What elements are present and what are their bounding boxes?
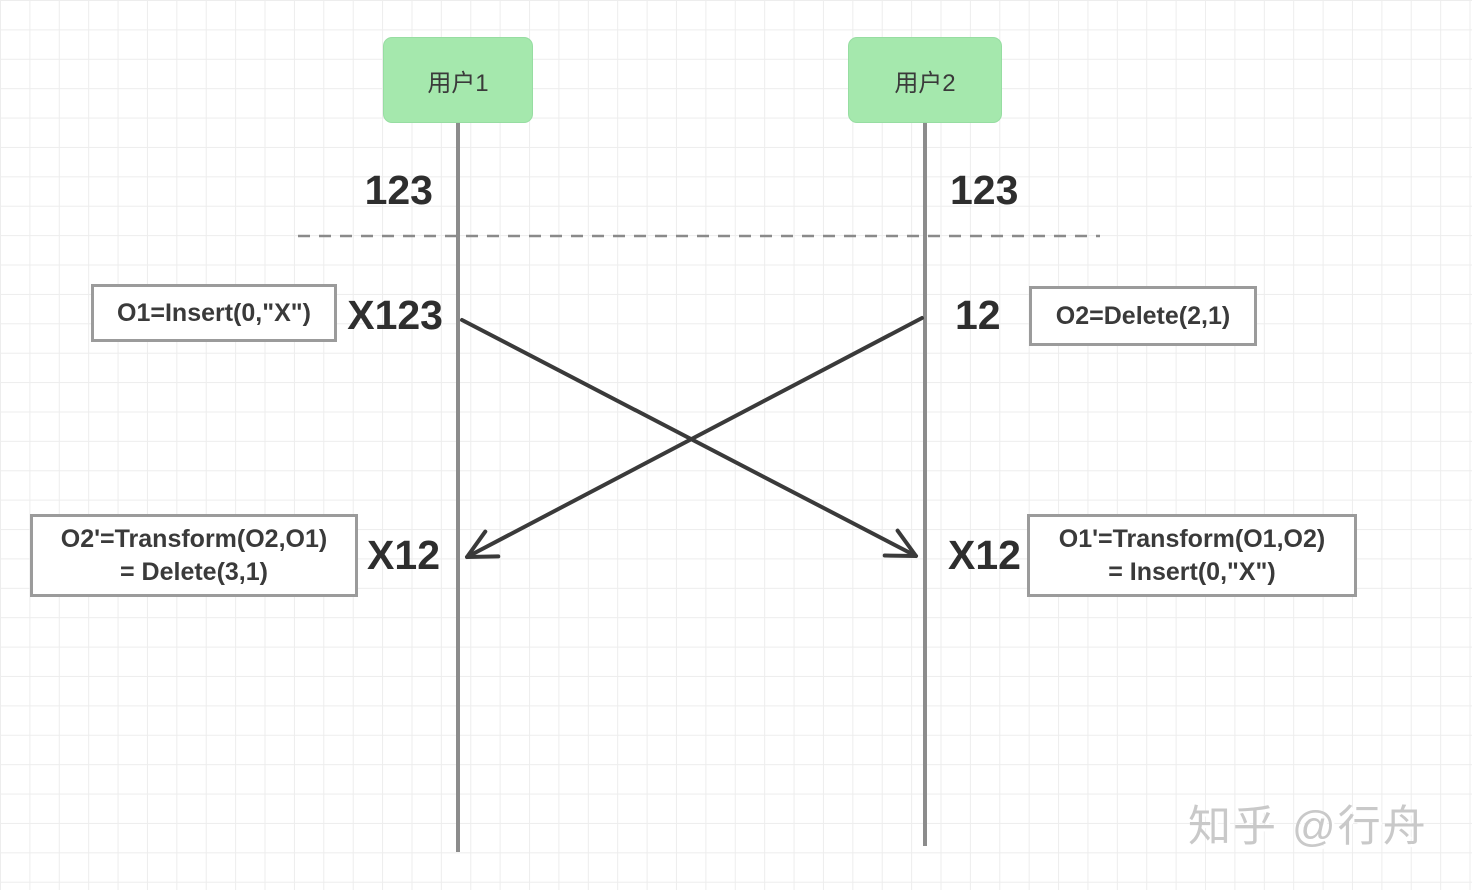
zhihu-watermark: 知乎 @行舟 <box>1188 803 1428 851</box>
arrow-o2-to-user1 <box>465 316 924 559</box>
actor-label-user1: 用户1 <box>427 69 489 97</box>
transform-box-o2-prime: O2'=Transform(O2,O1) = Delete(3,1) <box>30 514 358 597</box>
actor-box-user2: 用户2 <box>848 37 1002 123</box>
op-box-o2-text: O2=Delete(2,1) <box>1055 301 1231 330</box>
op-box-o1-insert: O1=Insert(0,"X") <box>91 284 337 342</box>
state-final-user1: X12 <box>367 532 440 578</box>
actor-label-user2: 用户2 <box>894 69 956 97</box>
transform-box-o2-line1: O2'=Transform(O2,O1) <box>60 524 328 553</box>
transform-box-o2-line2: = Delete(3,1) <box>120 557 268 586</box>
state-after-op-user1: X123 <box>347 292 443 338</box>
state-final-user2: X12 <box>948 532 1021 578</box>
op-box-o1-text: O1=Insert(0,"X") <box>117 298 311 327</box>
op-box-o2-delete: O2=Delete(2,1) <box>1029 286 1257 346</box>
state-after-op-user2: 12 <box>955 292 1001 338</box>
transform-box-o1-line2: = Insert(0,"X") <box>1108 557 1276 586</box>
actor-box-user1: 用户1 <box>383 37 533 123</box>
state-initial-user2: 123 <box>950 167 1019 213</box>
transform-box-o1-prime: O1'=Transform(O1,O2) = Insert(0,"X") <box>1027 514 1357 597</box>
state-initial-user1: 123 <box>364 167 433 213</box>
arrow-o1-to-user2 <box>460 318 918 558</box>
transform-box-o1-line1: O1'=Transform(O1,O2) <box>1058 524 1326 553</box>
